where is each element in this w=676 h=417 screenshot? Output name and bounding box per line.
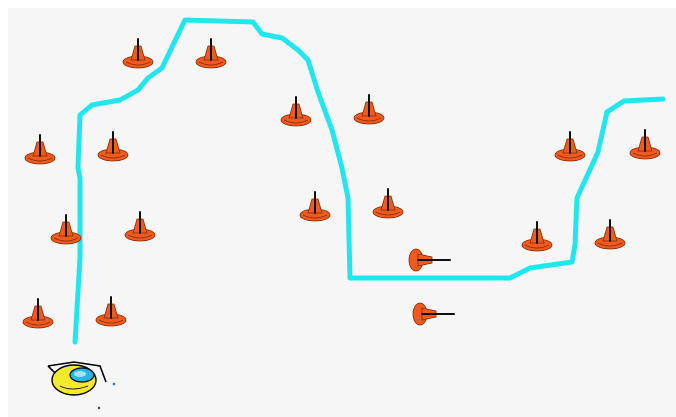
- traffic-cone-icon: [281, 97, 311, 126]
- traffic-cone-icon: [595, 220, 625, 249]
- traffic-cone-icon: [125, 212, 155, 241]
- traffic-cone-icon: [96, 297, 126, 326]
- traffic-cone-icon: [354, 95, 384, 124]
- traffic-cone-icon: [196, 39, 226, 68]
- traffic-cone-icon: [300, 192, 330, 221]
- traffic-cone-icon: [51, 215, 81, 244]
- tipped-cone-icon: [413, 303, 454, 325]
- traffic-cone-icon: [123, 39, 153, 68]
- traffic-cone-icon: [25, 135, 55, 164]
- cones-layer: [23, 39, 660, 328]
- traffic-cone-icon: [522, 222, 552, 251]
- drawn-path: [75, 20, 663, 342]
- tipped-cone-icon: [409, 249, 450, 271]
- traffic-cone-icon: [373, 189, 403, 218]
- stray-dot: [113, 383, 116, 386]
- traffic-cone-icon: [555, 132, 585, 161]
- traffic-cone-icon: [23, 299, 53, 328]
- player-car-icon[interactable]: [48, 362, 106, 395]
- traffic-cone-icon: [98, 132, 128, 161]
- stray-dot: [98, 407, 100, 409]
- traffic-cone-icon: [630, 130, 660, 159]
